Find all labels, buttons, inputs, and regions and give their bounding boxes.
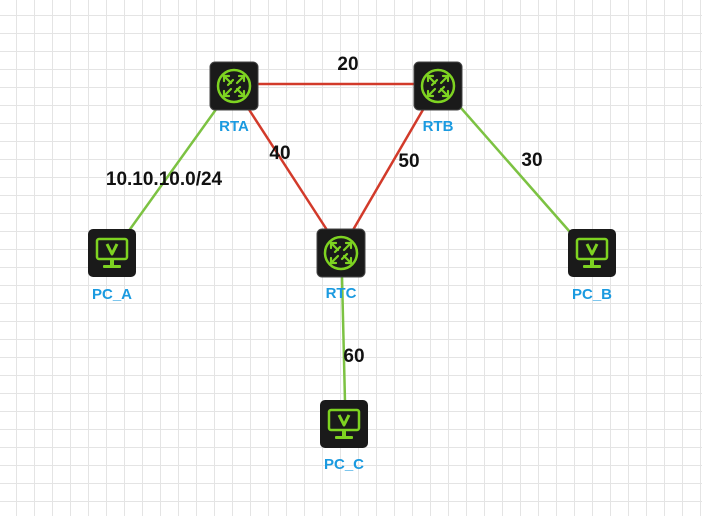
router-icon bbox=[209, 61, 259, 111]
node-label-rtc: RTC bbox=[326, 285, 357, 302]
node-pc-b[interactable] bbox=[568, 229, 616, 277]
node-rtc[interactable] bbox=[316, 228, 366, 278]
link-label-rtb-rtc: 50 bbox=[398, 151, 419, 172]
monitor-icon bbox=[88, 229, 136, 277]
link-rta-pca bbox=[126, 107, 219, 233]
link-label-rta-pca: 10.10.10.0/24 bbox=[106, 169, 223, 190]
monitor-icon bbox=[320, 400, 368, 448]
link-rtb-pcb bbox=[453, 99, 571, 233]
monitor-icon bbox=[568, 229, 616, 277]
link-label-rta-rtc: 40 bbox=[269, 143, 290, 164]
node-label-pc-c: PC_C bbox=[324, 456, 364, 473]
node-label-pc-a: PC_A bbox=[92, 286, 132, 303]
link-label-rta-rtb: 20 bbox=[337, 54, 358, 75]
link-label-rtb-pcb: 30 bbox=[521, 150, 542, 171]
link-label-rtc-pcc: 60 bbox=[343, 346, 364, 367]
link-rta-rtc bbox=[246, 107, 329, 231]
node-rta[interactable] bbox=[209, 61, 259, 111]
router-icon bbox=[413, 61, 463, 111]
node-pc-c[interactable] bbox=[320, 400, 368, 448]
node-label-pc-b: PC_B bbox=[572, 286, 612, 303]
node-pc-a[interactable] bbox=[88, 229, 136, 277]
link-rtb-rtc bbox=[351, 107, 426, 231]
node-label-rtb: RTB bbox=[423, 118, 454, 135]
link-rtc-pcc bbox=[340, 275, 347, 403]
node-rtb[interactable] bbox=[413, 61, 463, 111]
node-label-rta: RTA bbox=[219, 118, 249, 135]
router-icon bbox=[316, 228, 366, 278]
